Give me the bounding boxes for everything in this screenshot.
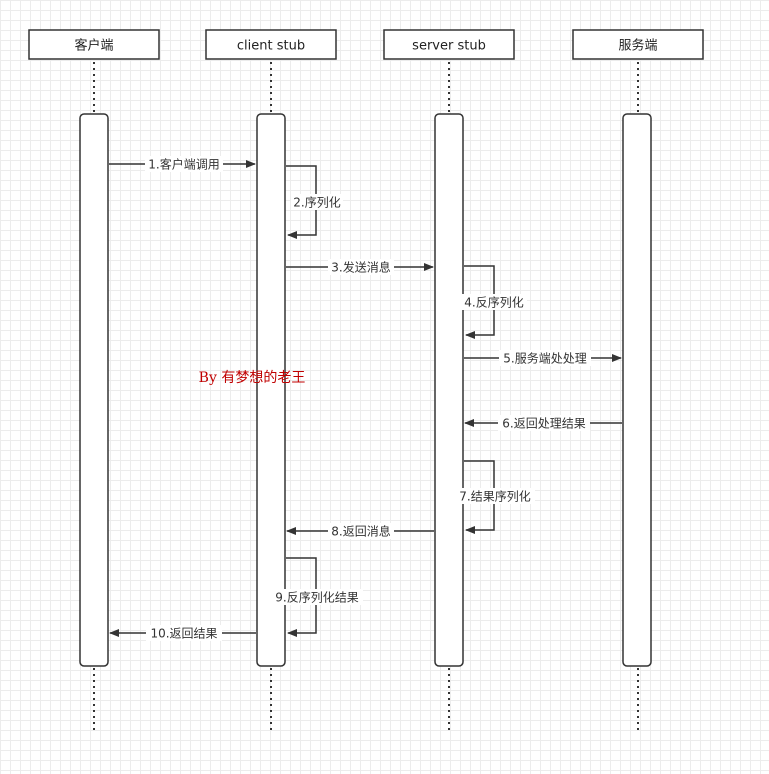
message-1: 1.客户端调用 [109,156,256,172]
message-label: 6.返回处理结果 [502,417,585,431]
message-5: 5.服务端处处理 [464,350,622,366]
label-bg [291,194,343,210]
participant-server-stub: server stub [383,29,515,60]
activation-bar-server [622,113,652,667]
message-9: 9.反序列化结果 [271,557,363,637]
label-bg [145,156,223,172]
activation-bar-client-stub [256,113,286,667]
message-label: 5.服务端处处理 [503,351,586,366]
message-4: 4.反序列化 [461,265,527,339]
label-bg [461,294,527,310]
message-8: 8.返回消息 [286,523,434,539]
participant-client-stub: client stub [205,29,337,60]
participant-label: server stub [412,39,486,54]
participant-label: client stub [237,39,305,54]
participant-label: 服务端 [618,38,657,54]
activation-bars [79,113,652,667]
message-label: 4.反序列化 [464,295,523,310]
lifelines [93,62,639,733]
message-7: 7.结果序列化 [455,460,535,534]
activation-bar-server-stub [434,113,464,667]
participant-label: 客户端 [74,38,113,54]
participant-server: 服务端 [572,29,704,60]
label-bg [498,415,590,431]
label-bg [455,488,535,504]
message-label: 9.反序列化结果 [275,590,358,605]
label-bg [328,259,394,275]
label-bg [146,625,222,641]
message-3: 3.发送消息 [286,259,434,275]
label-bg [328,523,394,539]
label-bg [499,350,591,366]
message-label: 1.客户端调用 [148,157,219,172]
watermark: By 有梦想的老王 [199,370,306,386]
activation-bar-client [79,113,109,667]
message-2: 2.序列化 [286,165,343,239]
message-label: 10.返回结果 [150,627,217,641]
message-label: 8.返回消息 [331,524,390,539]
message-label: 3.发送消息 [331,260,390,275]
message-label: 7.结果序列化 [459,489,530,504]
message-10: 10.返回结果 [109,625,256,641]
participant-client: 客户端 [28,29,160,60]
message-6: 6.返回处理结果 [464,415,622,431]
message-label: 2.序列化 [293,195,340,210]
label-bg [271,589,363,605]
